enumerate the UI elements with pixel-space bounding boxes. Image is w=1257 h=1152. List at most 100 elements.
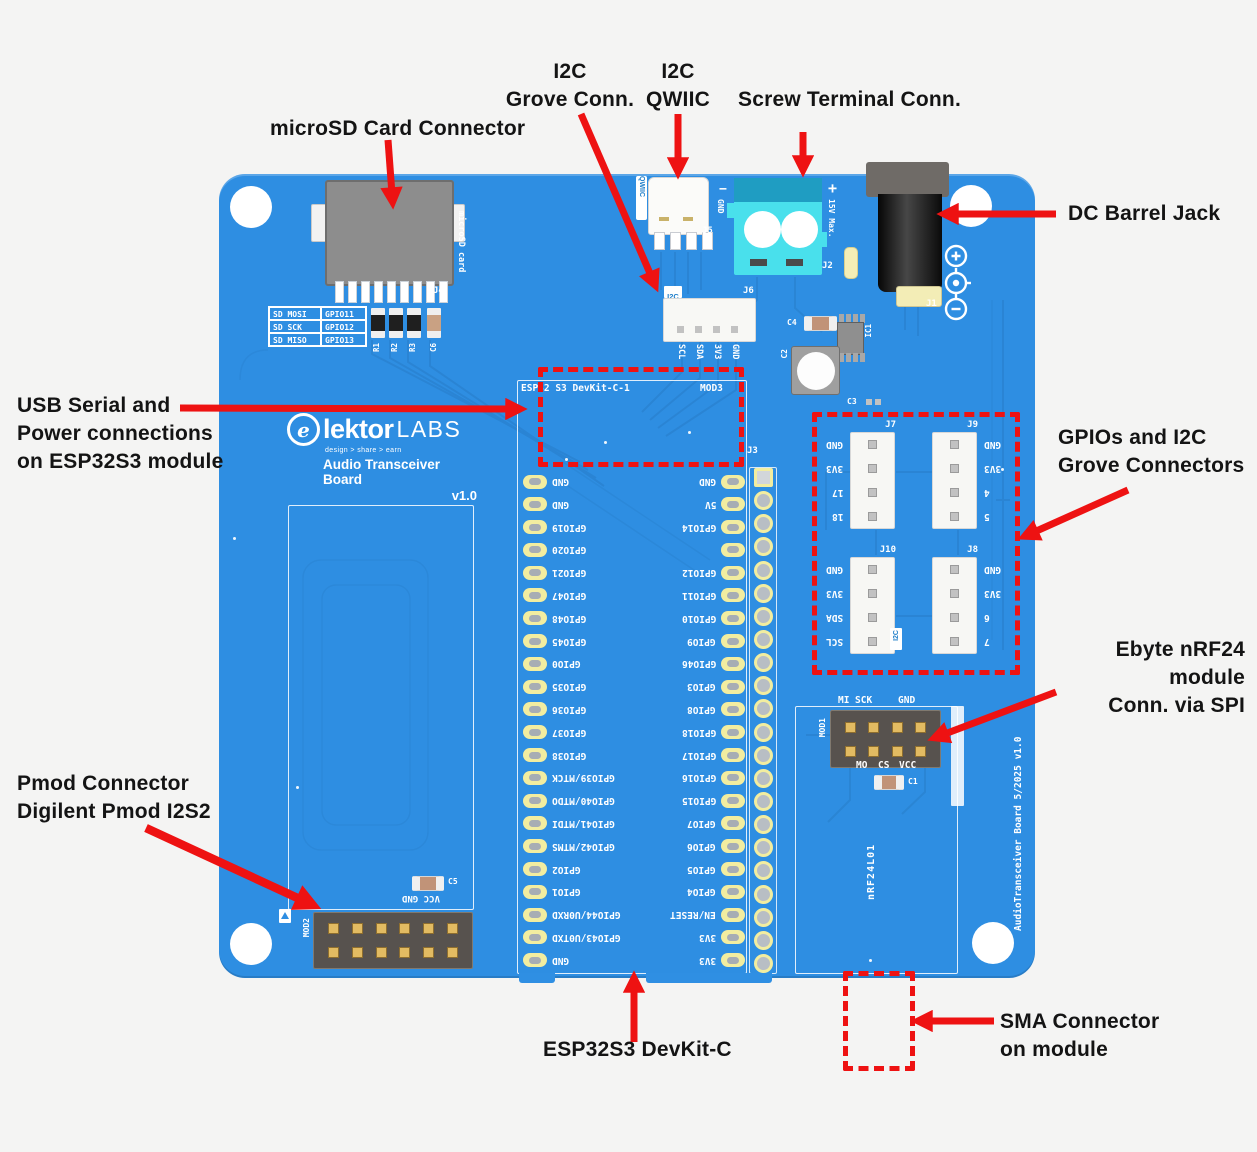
j3-socket-hole [753,884,773,904]
esp-pin-row: GPIO8 [545,702,745,717]
arrow-usb-serial [179,397,528,421]
esp-pin-pad [523,542,547,557]
ic1-pin [853,353,858,362]
resistor-r1 [371,308,385,338]
esp-pin-row: GPIO12 [545,565,745,580]
terminal-minus: − [719,182,727,197]
via [604,441,607,444]
esp-pin-row: GND [523,497,723,512]
esp-pin-core [727,478,739,485]
qwiic-silk-label: QWIIC [638,176,645,197]
header-pad [446,946,458,958]
j3-socket-hole [753,930,773,950]
esp-pin-row: GPIO43/U0TXD [523,930,723,945]
esp-pin-pad [523,839,547,854]
header-pad [891,721,903,733]
mod3-label: MOD3 [700,383,723,394]
esp-edge-tab [646,973,772,983]
esp-pin-core [529,774,541,782]
polarity-symbol [944,244,971,321]
mounting-hole [230,923,272,965]
esp-pin-row: GPIO0 [523,656,723,671]
j2-label: J2 [822,261,833,271]
header-pad [868,721,880,733]
esp-pin-core [727,774,739,782]
header-pad [328,923,340,935]
logo-tagline: design > share > earn [325,447,402,454]
j6-pin-3v3: 3V3 [712,344,722,360]
via [869,959,872,962]
esp-pin-core [529,865,541,873]
esp-pin-row: GPIO39/MTCK [523,770,723,785]
ic1-pin [853,314,858,323]
usb-area-callout-box [538,367,744,467]
header-pad [422,946,434,958]
grove-pad [868,464,877,474]
esp-pin-pad [523,725,547,740]
esp-pin-row: EN/RESET [545,907,745,922]
j3-socket-hole [753,815,773,835]
via [1001,468,1004,471]
capacitor-c5 [412,876,444,891]
esp-pin-pad [721,565,745,580]
header-pad [891,745,903,757]
esp-pin-pad [523,770,547,785]
esp-pin-core [529,911,541,919]
j3-socket-hole [753,491,773,511]
esp-pin-core [727,523,739,531]
logo-product: Audio Transceiver Board [323,457,441,487]
esp-pin-row: GND [523,953,723,968]
ic1-pins-bottom [839,353,865,362]
header-pad [351,923,363,935]
esp-pin-row: GPIO5 [545,862,745,877]
logo-version: v1.0 [451,488,477,503]
esp-pin-pad [721,793,745,808]
arrow-microsd [380,139,403,210]
esp-pin-pad [721,474,745,489]
j5-label: J5 [702,226,713,236]
grove-pad [868,589,877,599]
esp-pin-pad [523,816,547,831]
esp-pin-core [529,797,541,805]
esp-pin-row: GPIO3 [545,679,745,694]
j3-socket-hole [753,791,773,811]
esp-pin-pad [523,634,547,649]
microsd-pin [400,281,409,303]
esp-pin-core [529,660,541,668]
grove-pad [868,612,877,622]
mod1-bottom-labels: MO CS VCC [856,760,917,771]
qwiic-pin [702,232,713,250]
header-pad [446,923,458,935]
header-pad [375,923,387,935]
microsd-pin [387,281,396,303]
esp-pin-pad [523,497,547,512]
esp-pin-row: GPIO48 [523,611,723,626]
capacitor-c4 [804,316,837,331]
capacitor-c1 [874,775,904,790]
qwiic-pins [654,232,713,250]
esp-pin-pad [721,725,745,740]
terminal-plus: + [828,179,838,197]
grove-pad [868,565,877,575]
qwiic-pin [686,232,697,250]
esp-pin-core [727,569,739,577]
logo-brand: lektor [323,414,394,444]
esp-pin-pad [721,520,745,535]
esp-pin-core [529,546,541,554]
grove-pad [950,511,959,521]
i2c-grove-tag: I2C [890,628,902,650]
j3-socket-hole [753,629,773,649]
esp-edge-tab [519,973,555,983]
mod2-header [313,912,473,969]
esp-pin-pad [721,930,745,945]
esp-pin-pad [721,862,745,877]
j3-socket-hole [753,560,773,580]
esp-pin-core [727,751,739,759]
esp-pin-pad [721,588,745,603]
esp-pin-pad [523,793,547,808]
